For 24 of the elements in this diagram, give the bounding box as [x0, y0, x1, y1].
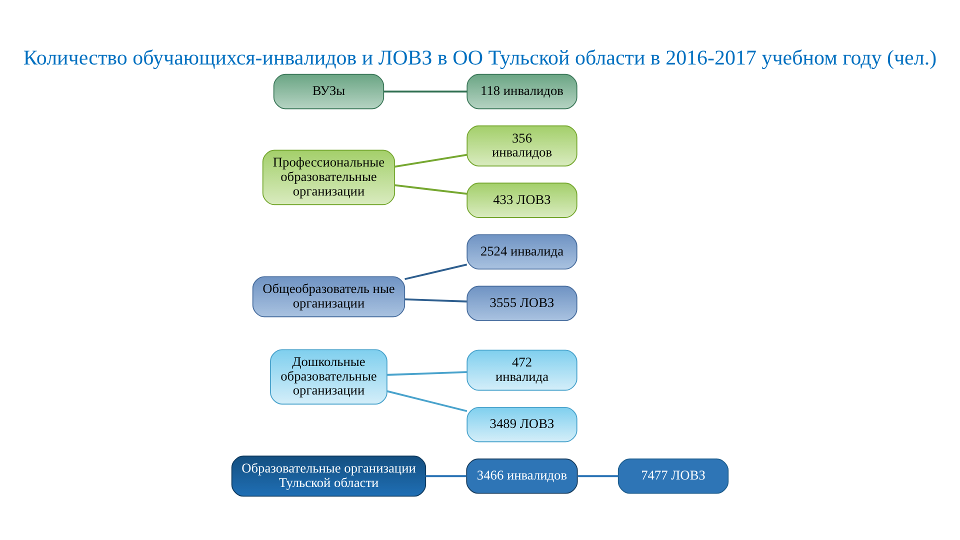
node-box: 3555 ЛОВЗ	[466, 286, 578, 322]
node-box: 7477 ЛОВЗ	[618, 458, 729, 494]
connector	[394, 154, 468, 168]
node-box: Дошкольные образовательные организации	[270, 349, 388, 405]
node-box: Образовательные организации Тульской области	[231, 456, 426, 497]
connector	[426, 475, 466, 478]
node-box: 433 ЛОВЗ	[466, 182, 578, 218]
connector	[386, 390, 468, 412]
node-box: 472 инвалида	[466, 350, 578, 391]
connector	[394, 184, 468, 195]
node-box: Профессиональные образовательные организации	[262, 150, 396, 206]
node-box: 356 инвалидов	[466, 125, 578, 166]
node-box: Общеобразователь ные организации	[252, 276, 406, 318]
node-box: 3489 ЛОВЗ	[466, 406, 578, 442]
connector	[384, 90, 468, 92]
node-box: 118 инвалидов	[466, 74, 578, 110]
node-box: 2524 инвалида	[466, 234, 578, 270]
connector	[387, 371, 467, 376]
diagram-title: Количество обучающихся-инвалидов и ЛОВЗ в ОО Тульской области в 2016-2017 учебном году (чел.)	[23, 45, 937, 70]
node-box: ВУЗы	[273, 74, 384, 110]
node-box: 3466 инвалидов	[466, 458, 578, 494]
connector	[404, 298, 467, 302]
connector	[404, 264, 468, 280]
connector	[578, 475, 618, 478]
